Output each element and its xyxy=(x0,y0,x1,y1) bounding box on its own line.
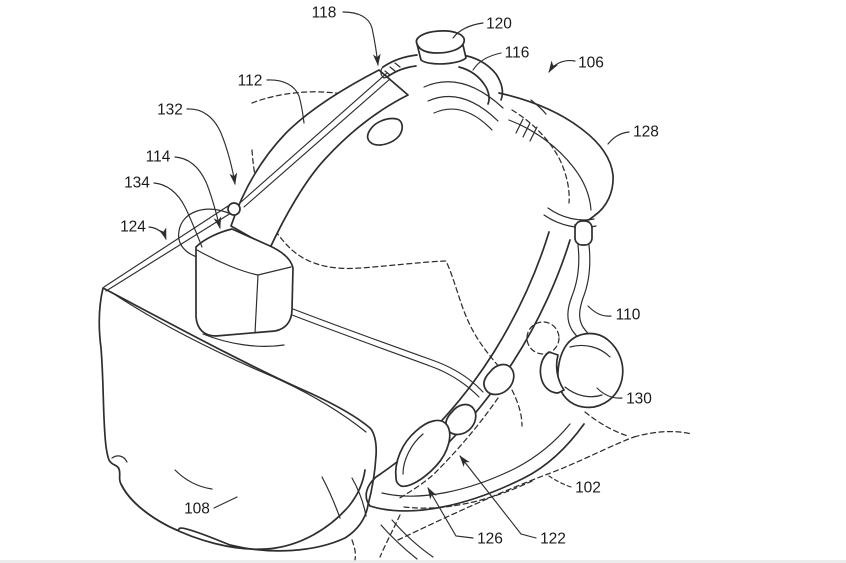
leader-lines xyxy=(148,11,630,539)
cable-line-right xyxy=(579,244,598,344)
lower-cord-line-1 xyxy=(103,205,229,288)
chin-dash-2 xyxy=(379,514,401,558)
rear-housing-seam xyxy=(547,207,595,221)
shoulder-dash xyxy=(633,430,693,438)
band-end-pad-seam xyxy=(402,433,424,475)
leader-108 xyxy=(213,496,238,509)
goggle-cheek-curve xyxy=(174,469,213,490)
ref-label-118: 118 xyxy=(312,5,337,22)
temple-cord xyxy=(291,308,484,398)
leader-132 xyxy=(186,108,238,185)
hidden-cable-return-dash xyxy=(403,480,533,509)
adjustment-knob-top xyxy=(415,30,466,54)
band-clip-upper xyxy=(483,363,515,396)
ref-label-110: 110 xyxy=(616,307,641,324)
leader-118 xyxy=(342,11,381,66)
band-end-pad xyxy=(394,419,451,488)
ref-label-116: 116 xyxy=(505,45,530,62)
ear-speaker-bracket xyxy=(539,351,565,394)
upper-cord-line-1 xyxy=(240,72,388,203)
leader-116 xyxy=(472,52,502,71)
ear-speaker-fold xyxy=(569,344,611,358)
leader-130 xyxy=(596,387,623,399)
strap-anchor-assembly xyxy=(103,72,391,337)
ref-label-120: 120 xyxy=(486,16,512,33)
band-return-lower-edge xyxy=(369,423,585,512)
audio-cable xyxy=(567,220,598,347)
hidden-cable-dashed xyxy=(351,397,533,561)
ref-label-132: 132 xyxy=(157,102,183,119)
rear-housing-fold xyxy=(530,99,547,115)
saddle-arc-inner xyxy=(433,108,493,131)
ref-label-106: 106 xyxy=(578,55,604,72)
cable-connector-cap xyxy=(574,220,593,246)
ref-label-108: 108 xyxy=(184,501,210,518)
crown-mechanism xyxy=(380,30,504,131)
rear-housing-hatch-marks xyxy=(515,118,538,142)
leader-120 xyxy=(452,22,484,39)
goggle-body xyxy=(98,287,378,552)
reference-labels: 118 120 116 106 112 132 128 114 134 124 … xyxy=(120,5,659,548)
ear-speaker-seam xyxy=(564,386,603,398)
temple-dash-tail xyxy=(511,389,523,427)
rear-housing xyxy=(498,92,614,229)
ref-label-126: 126 xyxy=(477,531,503,548)
side-band xyxy=(365,231,585,560)
temple-cord-line-1 xyxy=(292,308,484,393)
hidden-cable-dash xyxy=(397,397,499,500)
rear-housing-inner-edge xyxy=(508,119,592,211)
anchor-block xyxy=(195,228,294,337)
goggle-chin-junction-right xyxy=(351,477,367,517)
cord-ring xyxy=(227,202,241,216)
goggle-top-skirt xyxy=(202,333,285,347)
saddle-arc-outer xyxy=(423,81,504,109)
leader-124 xyxy=(148,226,167,240)
top-strap-slot xyxy=(366,117,403,146)
goggle-nose-notch xyxy=(111,455,128,463)
ratchet-plate-end-cap xyxy=(380,66,388,79)
top-strap-band xyxy=(230,69,409,249)
saddle-arc-middle xyxy=(427,95,499,122)
ref-label-122: 122 xyxy=(540,531,566,548)
leader-114 xyxy=(174,156,222,229)
leader-126 xyxy=(427,487,474,539)
ref-label-114: 114 xyxy=(146,149,171,166)
ratchet-teeth xyxy=(384,62,401,76)
lower-cord-line-2 xyxy=(105,212,232,292)
top-strap xyxy=(230,69,409,249)
behind-ear-dash xyxy=(584,411,629,437)
cable-line-left xyxy=(567,244,587,347)
head-top-dash-right xyxy=(511,109,570,204)
ref-label-128: 128 xyxy=(633,124,659,141)
jaw-dash xyxy=(397,436,635,541)
band-tail-line-2 xyxy=(380,524,418,560)
chin-dash-1 xyxy=(351,539,356,561)
ref-label-134: 134 xyxy=(124,175,150,192)
band-return-upper-edge xyxy=(381,423,571,497)
upper-cord-line-2 xyxy=(243,78,391,208)
goggle-rim-inner-line xyxy=(110,291,367,433)
goggle-chin-junction-left xyxy=(321,476,341,519)
ref-label-130: 130 xyxy=(626,391,652,408)
anchor-block-front-edge xyxy=(254,274,259,334)
leader-110 xyxy=(587,305,612,317)
leader-128 xyxy=(607,131,630,145)
ref-label-112: 112 xyxy=(238,73,263,90)
leader-112 xyxy=(266,79,305,124)
goggle-bottom-edge xyxy=(120,469,366,551)
ref-label-124: 124 xyxy=(120,219,146,236)
band-tail-line-1 xyxy=(391,519,434,558)
band-clip-lower xyxy=(445,403,477,436)
temple-cord-line-2 xyxy=(291,314,480,398)
ratchet-plate-top xyxy=(382,54,504,101)
goggle-silhouette xyxy=(98,287,378,552)
leader-134 xyxy=(153,182,203,248)
ref-label-102: 102 xyxy=(575,480,601,497)
scan-artifact-strip xyxy=(0,560,846,563)
leader-106 xyxy=(548,59,576,73)
leader-102 xyxy=(548,475,572,488)
leader-122 xyxy=(459,455,537,539)
hidden-hinge-dash xyxy=(526,321,560,355)
